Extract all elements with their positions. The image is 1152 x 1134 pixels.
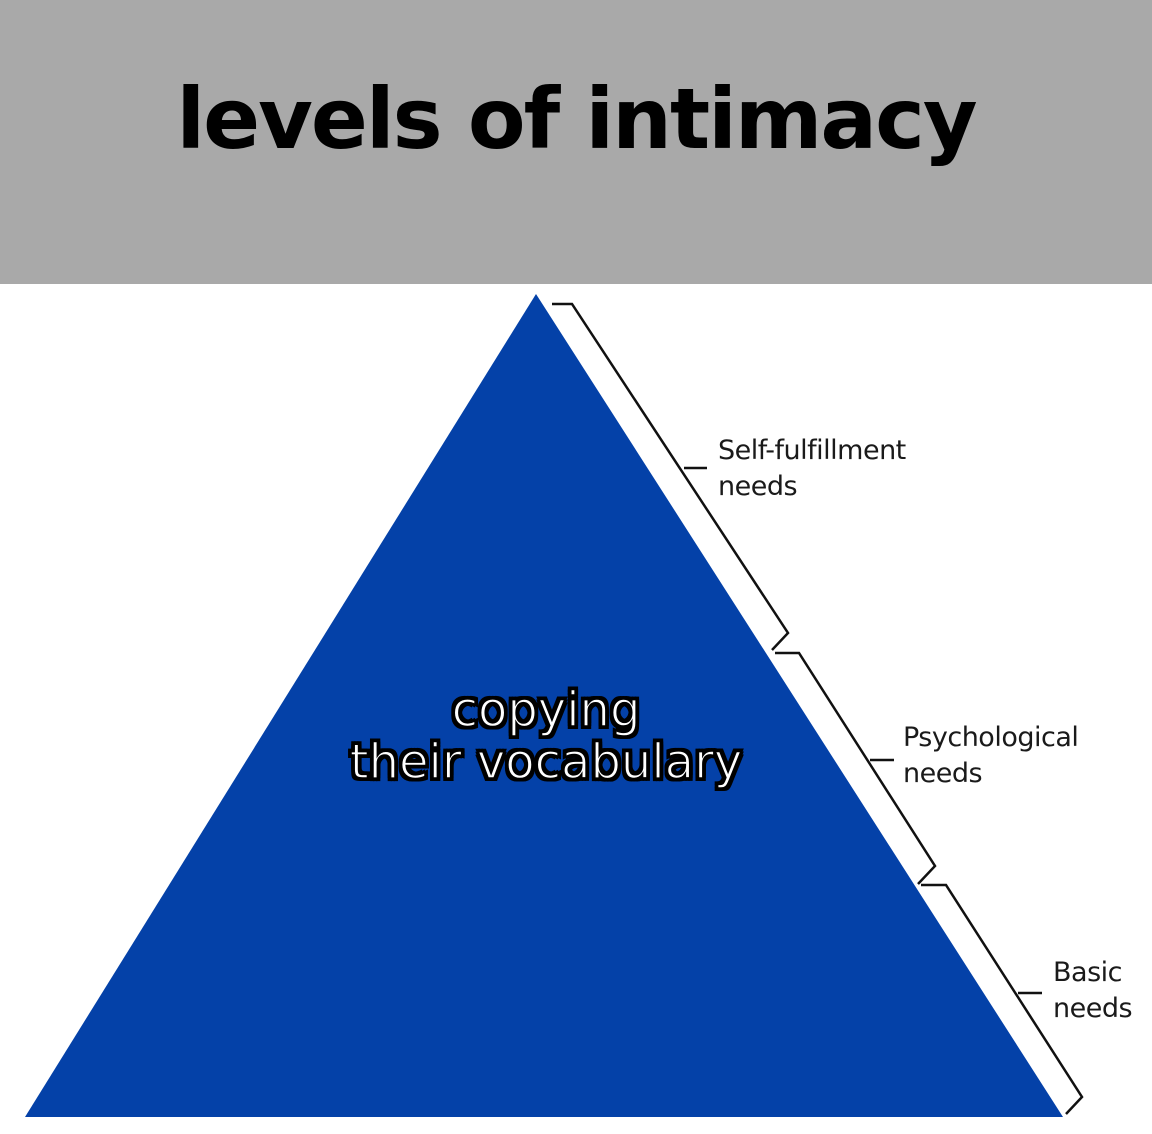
bracket-self-fulfillment [552, 302, 790, 651]
level-label-line: Basic [1053, 957, 1122, 988]
bracket-psychological [775, 651, 937, 885]
pyramid-caption: copying their vocabulary [236, 682, 856, 790]
caption-line-2: their vocabulary [349, 734, 743, 790]
caption-line-1: copying [451, 682, 641, 738]
level-label-line: needs [903, 758, 983, 789]
level-label-line: needs [1053, 993, 1133, 1024]
level-label-basic: Basic needs [1053, 955, 1133, 1027]
page-title: levels of intimacy [176, 70, 977, 168]
bracket-basic [921, 883, 1084, 1115]
level-label-self-fulfillment: Self-fulfillment needs [718, 433, 906, 505]
level-label-psychological: Psychological needs [903, 720, 1079, 792]
level-label-line: Psychological [903, 722, 1079, 753]
header-banner: levels of intimacy [0, 0, 1152, 284]
level-label-line: Self-fulfillment [718, 435, 906, 466]
pyramid-triangle [25, 294, 1063, 1117]
level-label-line: needs [718, 471, 798, 502]
